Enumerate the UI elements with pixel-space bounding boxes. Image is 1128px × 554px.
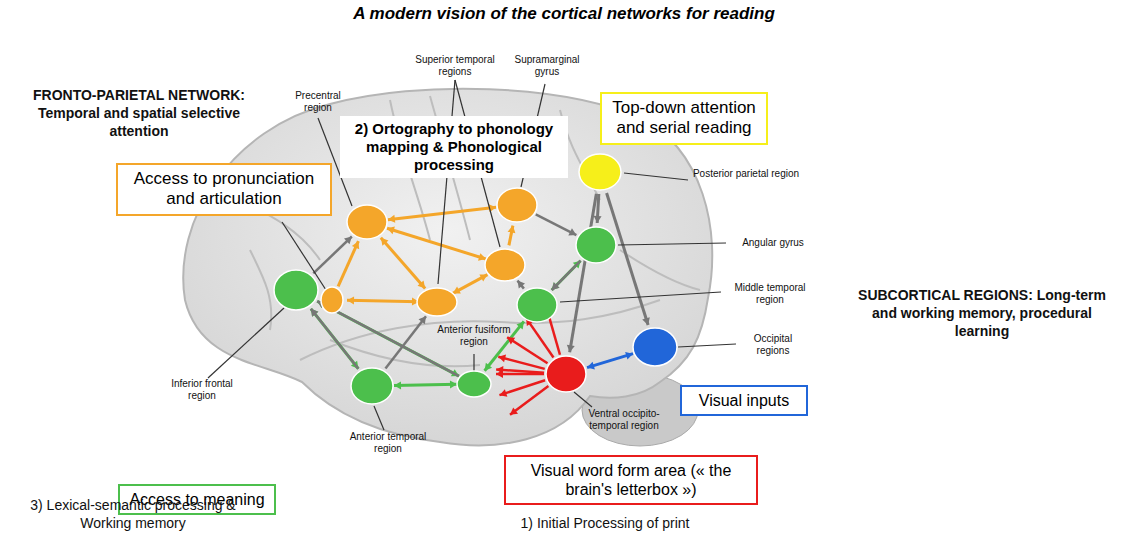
brain-region-circle (633, 328, 677, 366)
region-label: Ventral occipito-temporal region (572, 408, 676, 431)
arrow-head (642, 317, 650, 325)
pathway-arrow (607, 193, 649, 325)
box-text: Visual word form area (« the brain's let… (512, 461, 750, 499)
arrow-head (352, 241, 359, 249)
arrow-head (311, 309, 318, 317)
network-label: FRONTO-PARIETAL NETWORK: Temporal and sp… (8, 86, 270, 141)
arrow-head (419, 316, 426, 324)
arrow-head (387, 227, 395, 235)
pathway-arrow (496, 369, 544, 372)
arrow-head (394, 381, 401, 389)
brain-region-circle (457, 371, 491, 397)
pathway-arrow (381, 238, 425, 289)
arrow-head (485, 363, 492, 371)
region-label: Angular gyrus (728, 237, 818, 249)
pathway-arrow (385, 316, 426, 368)
arrow-head (508, 226, 516, 234)
stage-label: 3) Lexical-semantic processing & Working… (18, 496, 248, 532)
box-text: Access to pronunciation and articulation (124, 169, 324, 210)
brain-region-circle (546, 356, 586, 392)
pathway-arrow (388, 207, 496, 219)
diagram-title: A modern vision of the cortical networks… (0, 4, 1128, 24)
arrow-head (479, 274, 487, 281)
arrow-head (347, 296, 354, 304)
region-label: Occipital regions (738, 333, 808, 356)
pathway-arrow (387, 228, 486, 259)
pathway-arrow (536, 214, 577, 235)
arrow-head (587, 362, 595, 370)
arrow-head (496, 370, 503, 378)
box-text: 2) Ortography to phonology mapping & Pho… (346, 120, 562, 174)
pathway-arrow (453, 275, 488, 294)
brain-region-circle (321, 287, 343, 313)
network-label: SUBCORTICAL REGIONS: Long-term and worki… (846, 286, 1118, 341)
arrow-head (552, 282, 560, 290)
arrow-head (510, 407, 518, 414)
brain-region-circle (497, 188, 537, 222)
stage-label: 1) Initial Processing of print (510, 514, 700, 532)
brain-region-circle (579, 154, 621, 190)
region-label: Precentral region (282, 90, 354, 113)
function-box: Top-down attention and serial reading (600, 92, 768, 145)
arrow-head (381, 238, 389, 246)
pathway-arrow (587, 354, 633, 368)
function-box: Visual word form area (« the brain's let… (504, 455, 758, 505)
pathway-arrow (394, 384, 457, 385)
brain-region-circle (347, 205, 387, 239)
pathway-arrow (552, 261, 581, 290)
arrow-head (418, 281, 426, 289)
pathway-arrow (313, 237, 352, 274)
arrow-head (478, 253, 486, 261)
box-text: Visual inputs (688, 391, 800, 410)
brain-region-circle (274, 270, 318, 310)
arrow-head (344, 237, 352, 245)
arrow-head (594, 216, 602, 223)
arrow-head (450, 380, 457, 388)
arrow-head (453, 287, 461, 294)
region-label: Middle temporal region (722, 282, 818, 305)
brain-region-circle (485, 249, 525, 281)
region-label: Anterior temporal region (346, 431, 430, 454)
pathway-arrow (526, 318, 553, 357)
pathway-arrow (496, 373, 544, 376)
arrow-head (507, 337, 515, 344)
pathway-arrow (498, 357, 544, 369)
arrow-head (498, 355, 506, 363)
arrow-head (568, 228, 576, 235)
region-label: Anterior fusiform region (432, 324, 516, 347)
brain-region-circle (351, 368, 393, 404)
pathway-arrow (510, 386, 548, 415)
arrow-head (517, 281, 524, 289)
pathway-arrow (347, 300, 419, 301)
region-label: Superior temporal regions (405, 54, 505, 77)
pathway-arrow (570, 194, 597, 353)
arrow-head (388, 215, 395, 223)
brain-region-circle (517, 288, 557, 322)
region-label: Supramarginal gyrus (508, 54, 586, 77)
region-label: Posterior parietal region (690, 168, 802, 180)
stage-heading-box: 2) Ortography to phonology mapping & Pho… (340, 116, 568, 178)
pathway-arrow (552, 261, 581, 290)
brain-region-circle (576, 227, 616, 263)
region-label: Inferior frontal region (162, 378, 242, 401)
function-box: Visual inputs (680, 385, 808, 416)
arrow-head (516, 321, 523, 329)
box-text: Top-down attention and serial reading (608, 98, 760, 139)
function-box: Access to pronunciation and articulation (116, 163, 332, 216)
brain-region-circle (417, 288, 457, 316)
arrow-head (567, 345, 575, 353)
arrow-head (499, 389, 507, 397)
arrow-head (625, 352, 633, 360)
